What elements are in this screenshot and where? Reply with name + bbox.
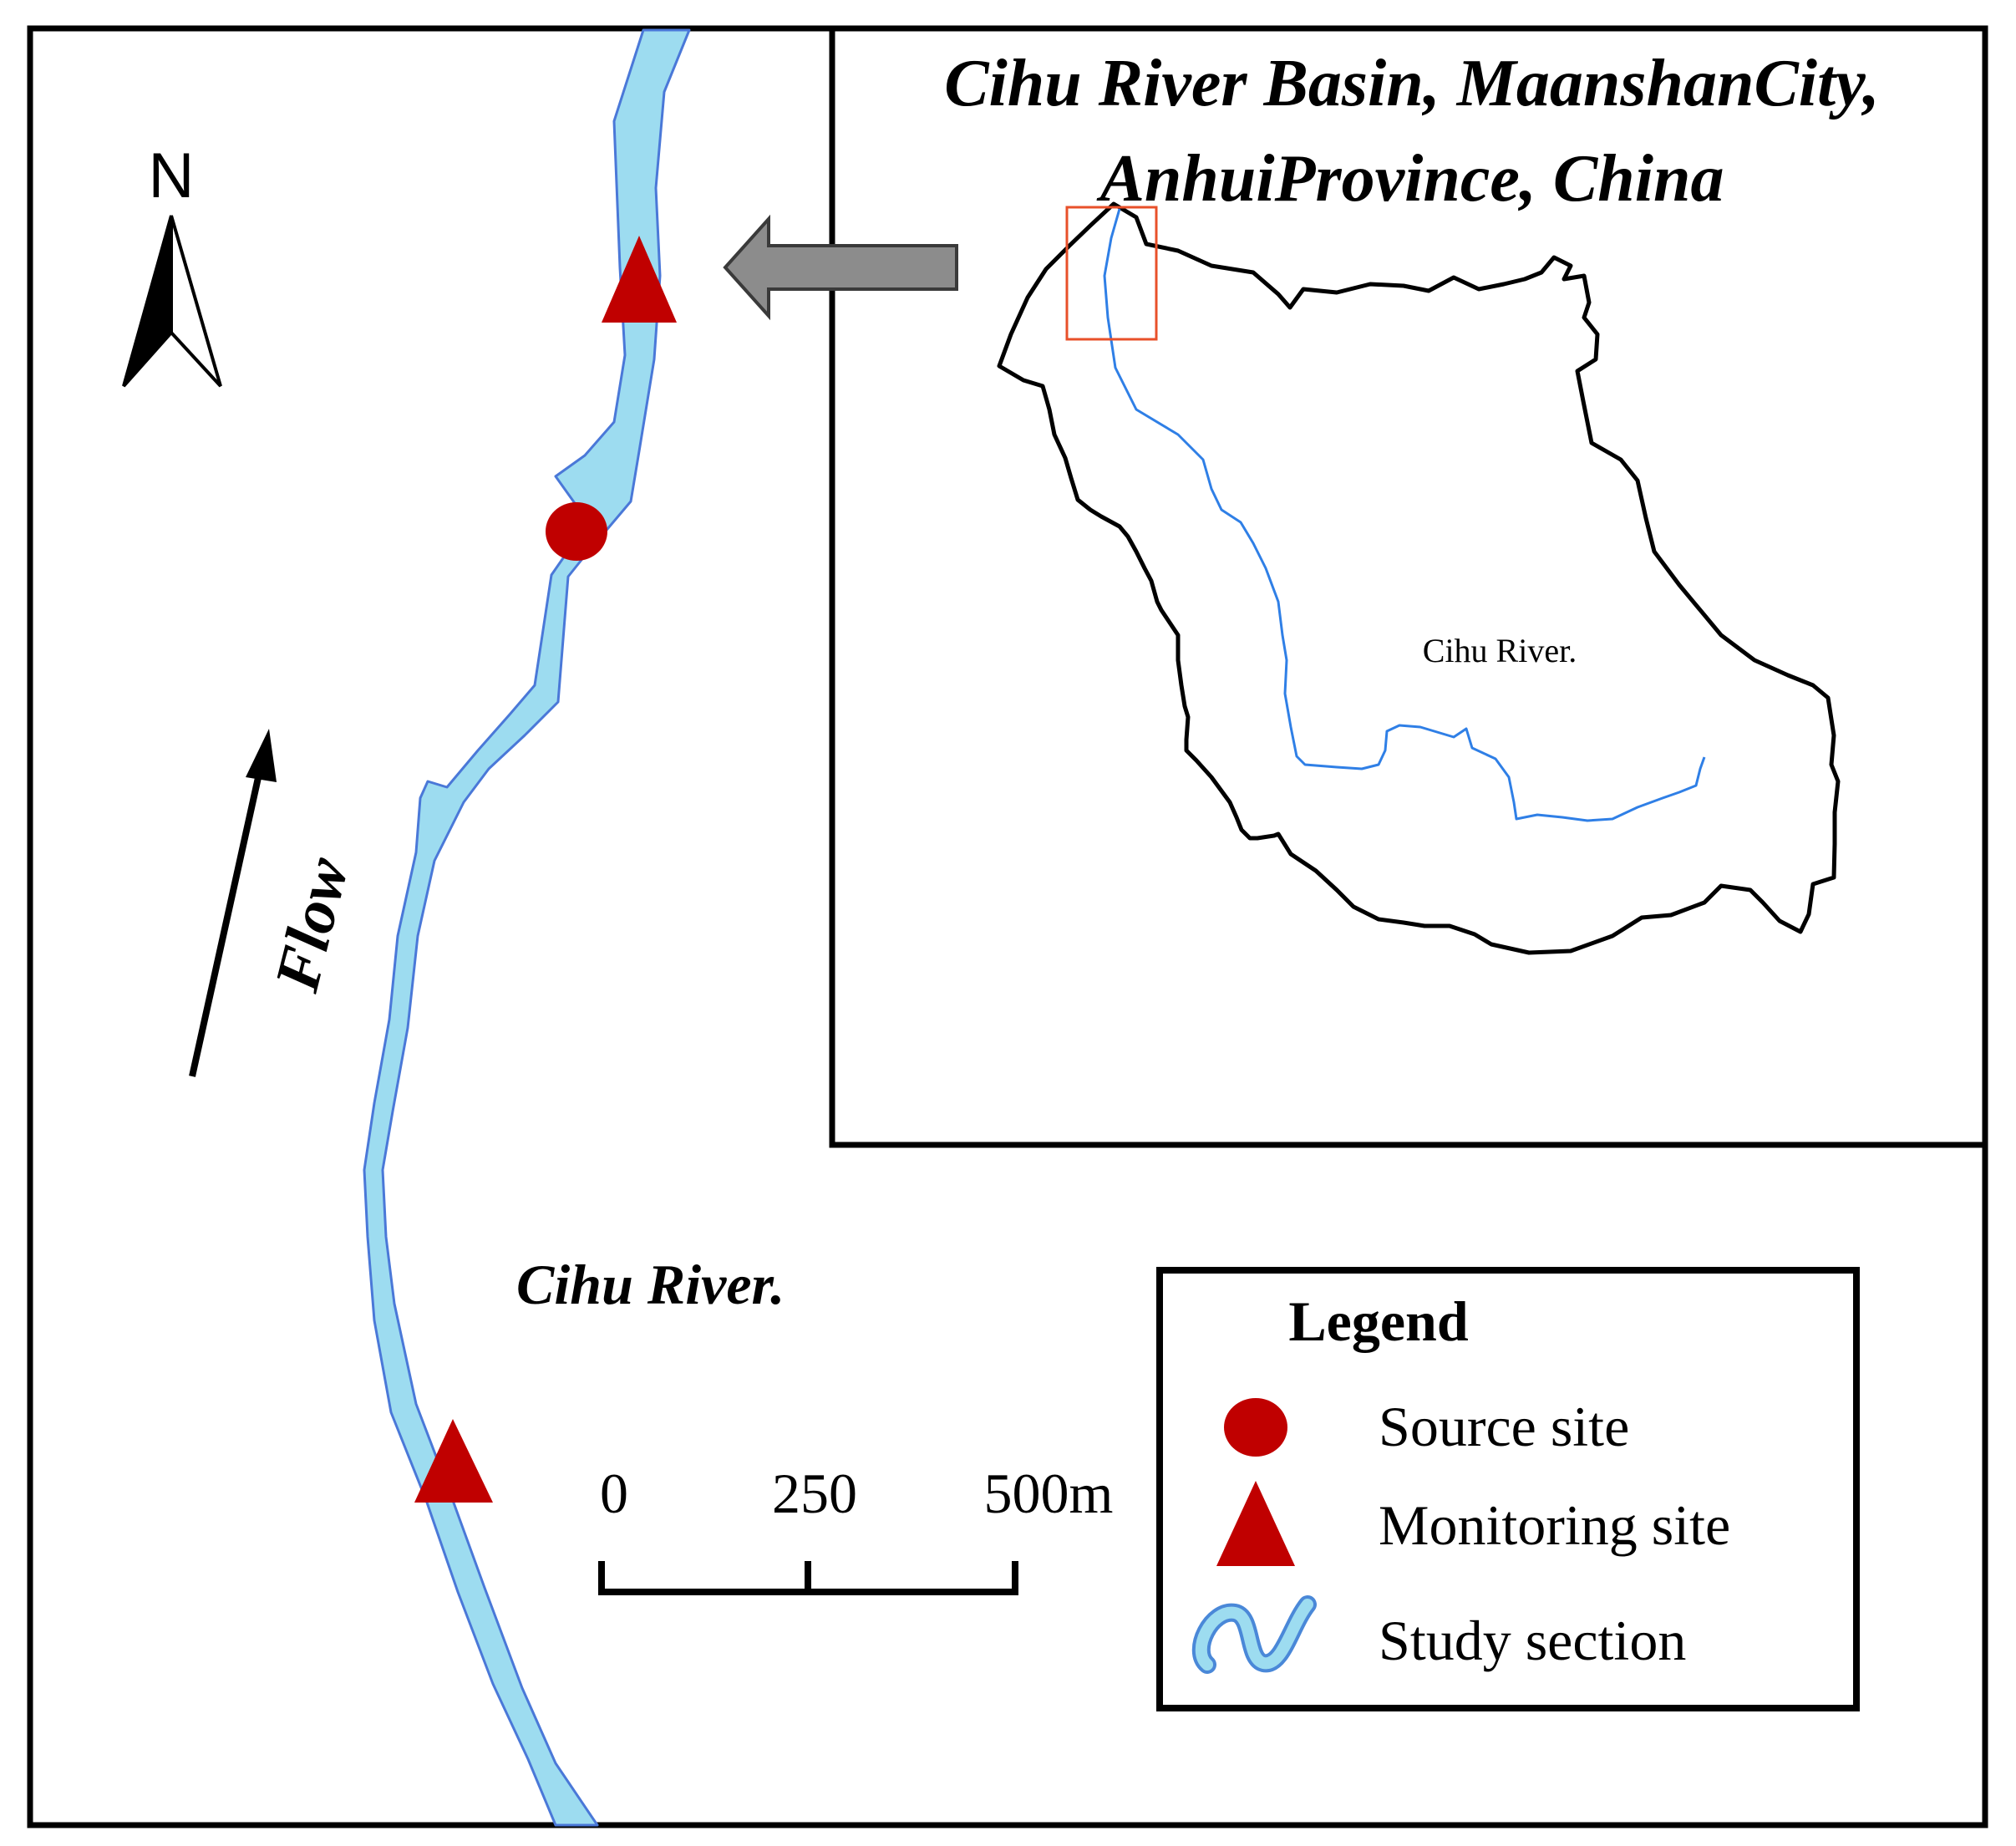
inset-title-line2: AnhuiProvince, China [1096,142,1724,216]
legend-label-monitoring-site: Monitoring site [1379,1493,1730,1557]
inset-river-label: Cihu River. [1423,632,1577,669]
flow-arrow-icon [189,729,277,1077]
legend-title: Legend [1288,1289,1469,1353]
monitoring-site-upstream [602,236,677,323]
scale-tick-0: 0 [600,1462,628,1525]
legend-label-study-section: Study section [1379,1609,1686,1672]
locator-box [1065,206,1158,341]
scale-tick-500m: 500m [984,1462,1114,1525]
inset-title-line1: Cihu River Basin, MaanshanCity, [944,47,1880,120]
inset-river [1103,208,1706,822]
legend-source-site-icon [1224,1398,1287,1457]
main-river-label: Cihu River. [516,1253,785,1316]
monitoring-site-downstream [414,1419,493,1503]
inset-panel [829,25,1988,1148]
legend-box [1156,1267,1860,1711]
study-section-river [363,28,691,1827]
north-arrow-icon [122,215,222,388]
legend-monitoring-site-icon [1216,1481,1295,1566]
legend-study-section-icon [1191,1595,1317,1674]
pointer-arrow-icon [723,214,958,321]
scale-tick-250: 250 [772,1462,857,1525]
legend-label-source-site: Source site [1379,1395,1629,1458]
basin-boundary [997,201,1841,955]
north-label: N [149,140,195,211]
scale-bar [598,1561,1018,1595]
source-site [546,502,607,561]
